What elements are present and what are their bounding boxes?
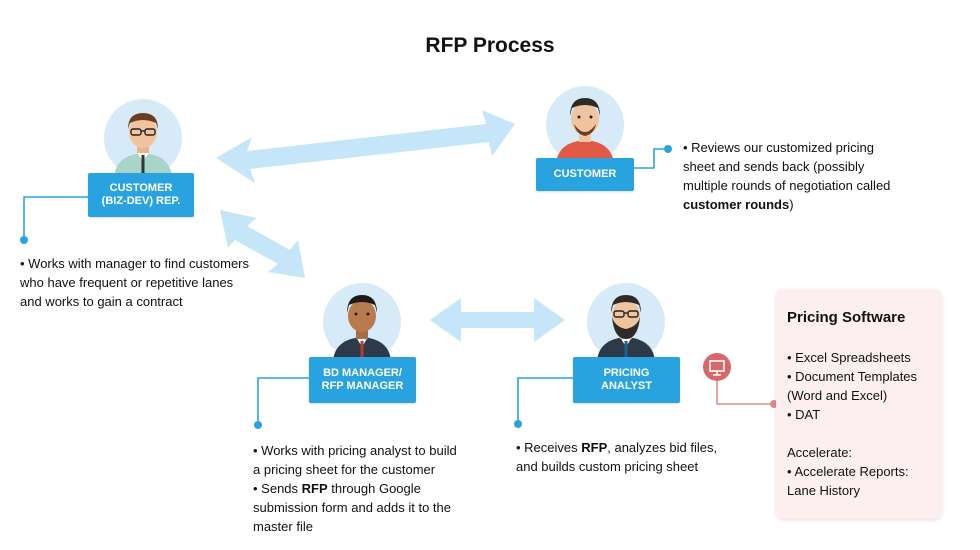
- description-line: • Works with manager to find customers: [20, 256, 250, 271]
- description-line: and works to gain a contract: [20, 294, 183, 309]
- text-fragment: • Receives: [516, 440, 582, 455]
- spacer: [787, 424, 937, 443]
- pricing-software-list: • Excel Spreadsheets • Document Template…: [787, 348, 937, 500]
- connector-customer: [634, 148, 667, 169]
- role-label-line: PRICING: [603, 367, 650, 379]
- software-item: (Word and Excel): [787, 388, 888, 403]
- customer-rep-avatar: [104, 99, 182, 177]
- customer-avatar: [546, 86, 624, 164]
- software-item: Lane History: [787, 483, 860, 498]
- role-box-customer-rep: CUSTOMER (BIZ-DEV) REP.: [88, 173, 194, 217]
- presentation-icon: [703, 353, 731, 381]
- pricing-software-panel: Pricing Software • Excel Spreadsheets • …: [776, 289, 942, 519]
- software-item: • Excel Spreadsheets: [787, 350, 911, 365]
- connector-pricing-analyst: [517, 377, 573, 423]
- accelerate-label: Accelerate:: [787, 445, 853, 460]
- connector-customer-rep: [23, 196, 88, 239]
- text-fragment: through Google: [327, 481, 421, 496]
- connector-bd-manager: [257, 377, 309, 424]
- arrow-rep-bdmanager: [220, 210, 305, 278]
- description-line: customer rounds): [683, 195, 923, 214]
- description-line: • Receives RFP, analyzes bid files,: [516, 438, 766, 457]
- description-line: • Reviews our customized pricing: [683, 140, 874, 155]
- role-box-customer: CUSTOMER: [536, 158, 634, 191]
- description-line: a pricing sheet for the customer: [253, 462, 436, 477]
- bd-manager-avatar: [323, 283, 401, 361]
- description-line: multiple rounds of negotiation called: [683, 178, 891, 193]
- description-line: • Works with pricing analyst to build: [253, 443, 457, 458]
- description-line: and builds custom pricing sheet: [516, 459, 699, 474]
- role-label-line: BD MANAGER/: [323, 367, 402, 379]
- emphasis-text: RFP: [301, 481, 328, 496]
- role-label-line: CUSTOMER: [553, 168, 617, 180]
- emphasis-text: RFP: [581, 440, 608, 455]
- description-bd-manager: • Works with pricing analyst to build a …: [253, 441, 493, 536]
- description-pricing-analyst: • Receives RFP, analyzes bid files, and …: [516, 438, 766, 476]
- role-box-pricing-analyst: PRICING ANALYST: [573, 357, 680, 403]
- software-item: • Document Templates: [787, 369, 918, 384]
- description-line: sheet and sends back (possibly: [683, 159, 865, 174]
- text-fragment: , analyzes bid files,: [607, 440, 718, 455]
- role-box-bd-manager: BD MANAGER/ RFP MANAGER: [309, 357, 416, 403]
- role-label-line: (BIZ-DEV) REP.: [101, 195, 181, 207]
- description-customer: • Reviews our customized pricing sheet a…: [683, 138, 923, 214]
- description-customer-rep: • Works with manager to find customers w…: [20, 254, 280, 311]
- description-line: • Sends RFP through Google: [253, 479, 493, 498]
- role-label-line: RFP MANAGER: [321, 380, 404, 392]
- description-line: master file: [253, 519, 313, 534]
- role-label-line: CUSTOMER: [109, 182, 173, 194]
- pricing-analyst-avatar: [587, 283, 665, 361]
- description-line: submission form and adds it to the: [253, 500, 451, 515]
- role-label-line: ANALYST: [601, 380, 652, 392]
- emphasis-text: customer rounds: [683, 197, 790, 212]
- software-item: • Accelerate Reports:: [787, 464, 909, 479]
- pricing-software-title: Pricing Software: [787, 309, 906, 326]
- arrow-bdmanager-pricing: [430, 298, 565, 342]
- connector-software: [716, 380, 773, 405]
- page-title: RFP Process: [425, 34, 555, 57]
- software-item: • DAT: [787, 407, 821, 422]
- arrow-rep-customer: [216, 110, 515, 183]
- text-fragment: ): [789, 197, 794, 212]
- description-line: who have frequent or repetitive lanes: [20, 275, 234, 290]
- text-fragment: • Sends: [253, 481, 302, 496]
